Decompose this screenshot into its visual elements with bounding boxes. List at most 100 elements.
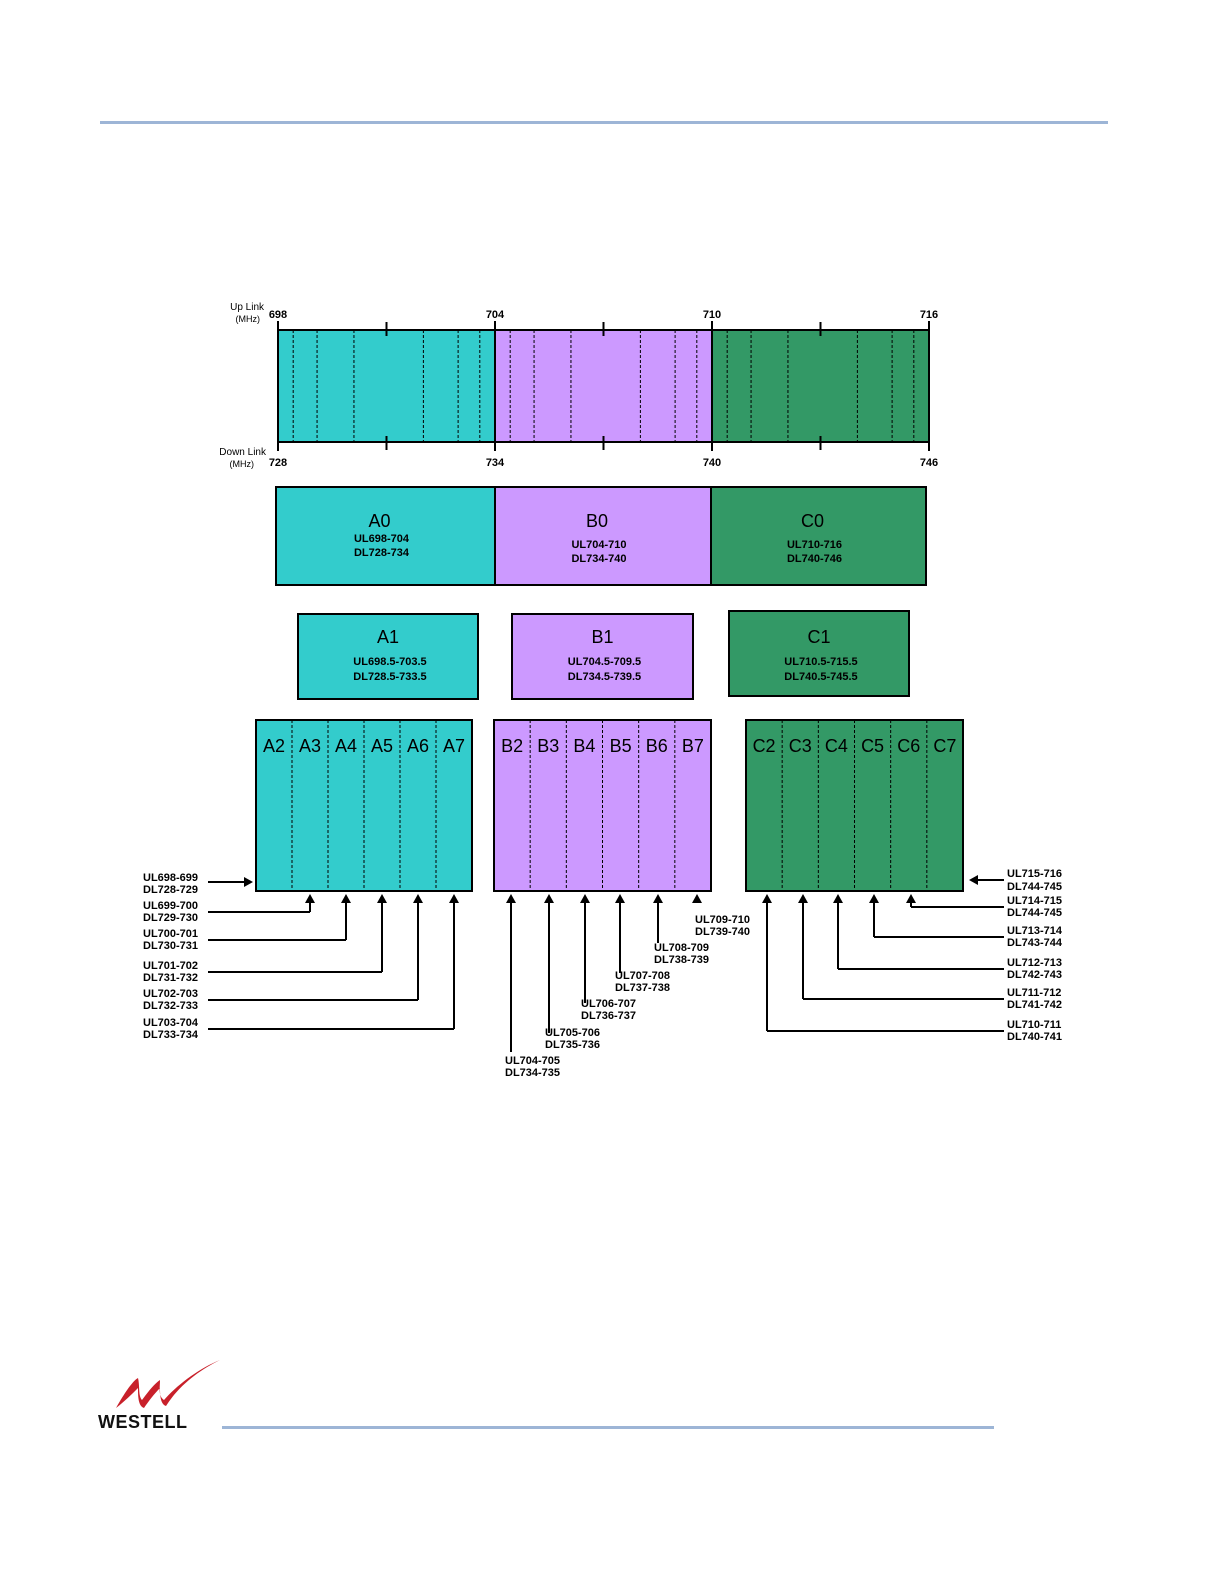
block-ul-range: UL698.5-703.5 <box>353 656 426 668</box>
range-label-dl: DL733-734 <box>143 1029 199 1041</box>
range-label-ul: UL712-713 <box>1007 957 1062 969</box>
channel-label-c6: C6 <box>897 736 920 756</box>
block-b0 <box>494 486 712 586</box>
range-label-dl: DL743-744 <box>1007 937 1063 949</box>
range-label-ul: UL702-703 <box>143 988 198 1000</box>
downlink-unit-label: (MHz) <box>230 459 255 469</box>
connector-arrow <box>341 894 351 903</box>
block-b1 <box>511 613 694 700</box>
channel-label-c5: C5 <box>861 736 884 756</box>
connector-arrow <box>762 894 772 903</box>
range-label-dl: DL731-732 <box>143 972 198 984</box>
downlink-tick-label: 728 <box>269 457 287 469</box>
block-title: A1 <box>377 627 399 647</box>
range-label-ul: UL708-709 <box>654 942 709 954</box>
range-label-ul: UL698-699 <box>143 872 198 884</box>
westell-swoosh-icon <box>116 1360 220 1408</box>
block-dl-range: DL734.5-739.5 <box>568 671 641 683</box>
connector-arrow <box>449 894 459 903</box>
block-a0 <box>275 486 496 586</box>
header-rule <box>100 121 1108 124</box>
channel-label-a2: A2 <box>263 736 285 756</box>
channel-label-b5: B5 <box>610 736 632 756</box>
range-label-dl: DL744-745 <box>1007 907 1062 919</box>
block-dl-range: DL728.5-733.5 <box>353 671 426 683</box>
downlink-tick-label: 746 <box>920 457 938 469</box>
connector-arrow <box>377 894 387 903</box>
block-dl-range: DL740.5-745.5 <box>784 671 857 683</box>
footer-rule <box>222 1426 994 1429</box>
range-label-dl: DL734-735 <box>505 1067 560 1079</box>
range-label-dl: DL735-736 <box>545 1039 600 1051</box>
block-c0 <box>710 486 927 586</box>
connector-arrow <box>969 875 978 885</box>
range-label-ul: UL711-712 <box>1007 987 1061 999</box>
range-label-dl: DL736-737 <box>581 1010 636 1022</box>
range-label-dl: DL728-729 <box>143 884 198 896</box>
range-label-ul: UL706-707 <box>581 998 636 1010</box>
channel-label-a3: A3 <box>299 736 321 756</box>
channel-label-c7: C7 <box>933 736 956 756</box>
uplink-label: Up Link <box>230 302 265 313</box>
connector-arrow <box>615 894 625 903</box>
block-title: C1 <box>807 627 830 647</box>
range-label-ul: UL703-704 <box>143 1017 199 1029</box>
connector-arrow <box>544 894 554 903</box>
range-label-dl: DL729-730 <box>143 912 198 924</box>
downlink-tick-label: 740 <box>703 457 721 469</box>
connector-arrow <box>413 894 423 903</box>
connector-arrow <box>506 894 516 903</box>
block-title: A0 <box>368 511 390 531</box>
range-label-dl: DL730-731 <box>143 940 198 952</box>
block-ul-range: UL710-716 <box>787 539 842 551</box>
range-label-ul: UL705-706 <box>545 1027 600 1039</box>
block-ul-range: UL710.5-715.5 <box>784 656 857 668</box>
range-label-dl: DL732-733 <box>143 1000 198 1012</box>
spectrum-segment-c <box>712 330 929 442</box>
channel-label-b2: B2 <box>501 736 523 756</box>
block-ul-range: UL704-710 <box>571 539 626 551</box>
block-a1 <box>297 613 479 700</box>
range-label-dl: DL739-740 <box>695 926 750 938</box>
connector-arrow <box>580 894 590 903</box>
range-label-dl: DL744-745 <box>1007 881 1062 893</box>
range-label-dl: DL741-742 <box>1007 999 1062 1011</box>
downlink-tick-label: 734 <box>486 457 505 469</box>
uplink-tick-label: 716 <box>920 309 938 321</box>
range-label-dl: DL737-738 <box>615 982 670 994</box>
channel-label-b3: B3 <box>537 736 559 756</box>
connector-arrow <box>692 894 702 903</box>
range-label-ul: UL715-716 <box>1007 868 1062 880</box>
channel-label-c4: C4 <box>825 736 848 756</box>
spectrum-segment-b <box>495 330 712 442</box>
channel-label-a4: A4 <box>335 736 357 756</box>
block-c1 <box>728 610 910 697</box>
block-ul-range: UL698-704 <box>354 533 410 545</box>
connector-arrow <box>906 894 916 903</box>
channel-label-a5: A5 <box>371 736 393 756</box>
uplink-tick-label: 704 <box>486 309 505 321</box>
range-label-dl: DL742-743 <box>1007 969 1062 981</box>
channel-label-c3: C3 <box>789 736 812 756</box>
range-label-ul: UL710-711 <box>1007 1019 1061 1031</box>
uplink-tick-label: 710 <box>703 309 721 321</box>
channel-label-a6: A6 <box>407 736 429 756</box>
channel-label-b7: B7 <box>682 736 704 756</box>
channel-label-a7: A7 <box>443 736 465 756</box>
block-dl-range: DL740-746 <box>787 553 842 565</box>
connector-arrow <box>305 894 315 903</box>
connector-arrow <box>869 894 879 903</box>
connector-arrow <box>244 877 253 887</box>
uplink-unit-label: (MHz) <box>236 314 261 324</box>
connector-arrow <box>798 894 808 903</box>
range-label-ul: UL713-714 <box>1007 925 1063 937</box>
range-label-ul: UL714-715 <box>1007 895 1062 907</box>
range-label-dl: DL740-741 <box>1007 1031 1062 1043</box>
block-title: C0 <box>801 511 824 531</box>
range-label-dl: DL738-739 <box>654 954 709 966</box>
range-label-ul: UL709-710 <box>695 914 750 926</box>
block-title: B1 <box>591 627 613 647</box>
range-label-ul: UL700-701 <box>143 928 198 940</box>
connector-arrow <box>653 894 663 903</box>
